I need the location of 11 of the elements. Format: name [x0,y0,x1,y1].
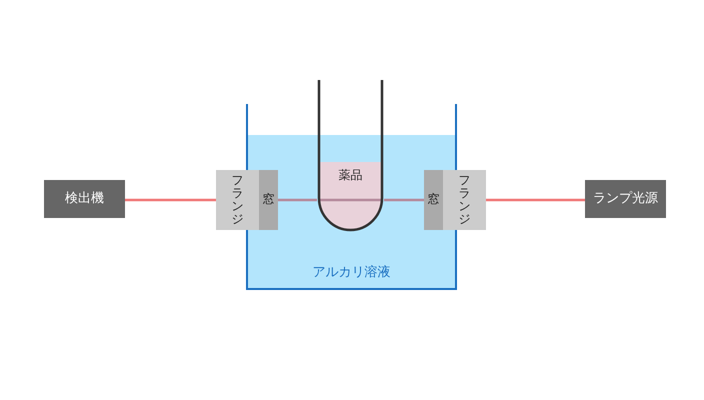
window-block: 窓 [259,170,278,230]
light-beam [486,198,585,202]
light-beam [278,198,317,202]
flange-block: フランジ [216,170,259,230]
test-tube: 薬品 [317,80,384,232]
device-box: ランプ光源 [585,180,666,218]
light-beam [384,198,424,202]
window-block: 窓 [424,170,443,230]
device-box: 検出機 [44,180,125,218]
light-beam [125,198,216,202]
flange-block: フランジ [443,170,486,230]
